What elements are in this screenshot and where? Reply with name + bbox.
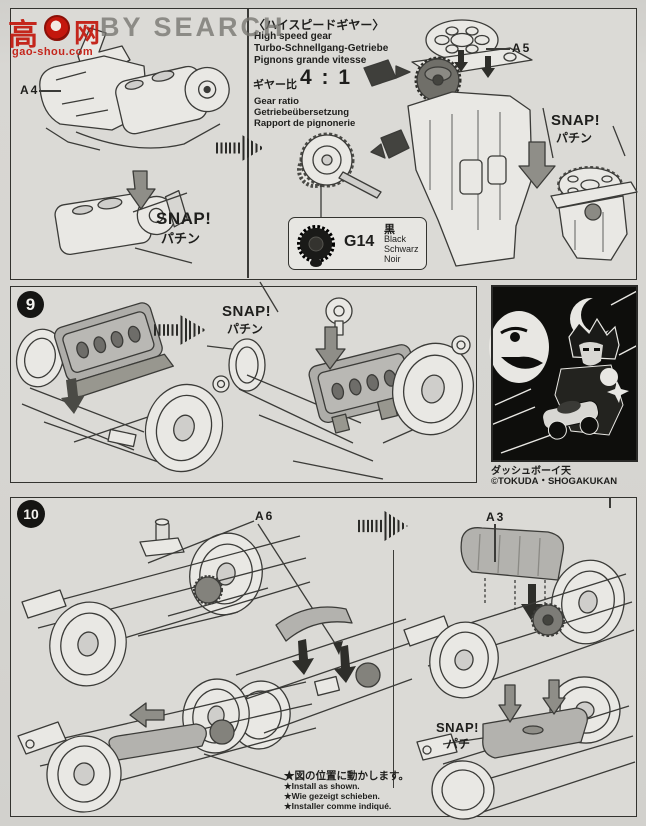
a5-leader-line — [486, 48, 510, 50]
step10-corner-tick — [609, 497, 611, 508]
spur-gear-grease-drawing — [297, 129, 410, 220]
gear-title-jp: 〈ハイスピードギヤー〉 — [253, 18, 385, 32]
gear-ratio-de: Getriebeübersetzung — [254, 107, 350, 118]
gear-cover-snap-drawing — [518, 107, 638, 261]
watermark-domain: gao-shou.com — [12, 46, 94, 58]
gear-ratio-fr: Rapport de pignonerie — [254, 118, 356, 129]
snap-label-cover: SNAP! — [551, 112, 601, 129]
watermark-cn-right: 网 — [74, 18, 101, 48]
gear-ratio-value: 4 : 1 — [300, 66, 353, 89]
step10-chassis-topleft-drawing — [21, 518, 311, 687]
g14-color-jp: 黒 — [384, 224, 395, 236]
step9-number: 9 — [25, 294, 36, 314]
snap-label-step9-jp: パチン — [227, 322, 264, 336]
g14-black-gear-icon — [297, 225, 335, 267]
step10-number-badge: 10 — [17, 500, 45, 528]
step10-chassis-bottomright-drawing — [416, 676, 636, 820]
part-label-a4: A4 — [20, 83, 40, 97]
note-line-fr: ★Installer comme indiqué. — [284, 801, 392, 811]
a4-leader-line — [39, 90, 61, 92]
note-line-de: ★Wie gezeigt schieben. — [284, 791, 380, 801]
g14-color-de: Schwarz — [384, 244, 419, 254]
part-label-a3: A3 — [486, 510, 506, 524]
snap-label-step10: SNAP! — [436, 720, 479, 735]
a6-leader-lines — [147, 520, 343, 655]
step10-chassis-bottomleft-drawing — [17, 678, 317, 813]
gear-title-en: High speed gear — [254, 31, 332, 42]
g14-color-fr: Noir — [384, 254, 401, 264]
snap-label-motor-jp: パチン — [161, 231, 201, 246]
part-label-a6: A6 — [255, 509, 275, 523]
gear-title-fr: Pignons grande vitesse — [254, 55, 367, 66]
snap-label-step10-jp: パチ — [446, 737, 471, 751]
manga-caption-title: ダッシュボーイ天 — [491, 466, 571, 477]
note-line-jp: ★図の位置に動かします。 — [284, 770, 409, 782]
gear-ratio-label-jp: ギヤー比 — [253, 79, 297, 91]
motor-snap-drawing — [54, 170, 193, 264]
watermark-text: BY SEARCH — [100, 12, 286, 42]
gearbox-assembly-drawing — [363, 19, 533, 267]
g14-color-en: Black — [384, 234, 407, 244]
step10-chassis-right-drawing — [403, 527, 635, 699]
step10-sub-divider — [393, 550, 395, 788]
step10-number: 10 — [23, 506, 39, 522]
step9-number-badge: 9 — [17, 291, 44, 318]
part-label-a5: A5 — [512, 41, 532, 55]
manga-caption-copyright: ©TOKUDA・SHOGAKUKAN — [491, 476, 618, 487]
watermark-cn-left: 高 — [8, 19, 38, 52]
a3-leader-line — [494, 524, 496, 562]
note-line-en: ★Install as shown. — [284, 781, 360, 791]
step9-chassis-left-drawing — [15, 302, 230, 473]
watermark-logo-icon — [44, 15, 70, 41]
gear-ratio-en: Gear ratio — [254, 96, 299, 107]
snap-label-step9: SNAP! — [222, 303, 272, 320]
g14-code: G14 — [344, 233, 375, 250]
gear-title-de: Turbo-Schnellgang-Getriebe — [254, 43, 389, 54]
snap-label-motor: SNAP! — [156, 209, 212, 228]
step9-chassis-right-drawing — [228, 297, 475, 480]
exploded-gearbox-drawing — [39, 27, 230, 151]
snap-label-cover-jp: パチン — [556, 131, 593, 145]
manga-art-panel — [489, 285, 639, 462]
